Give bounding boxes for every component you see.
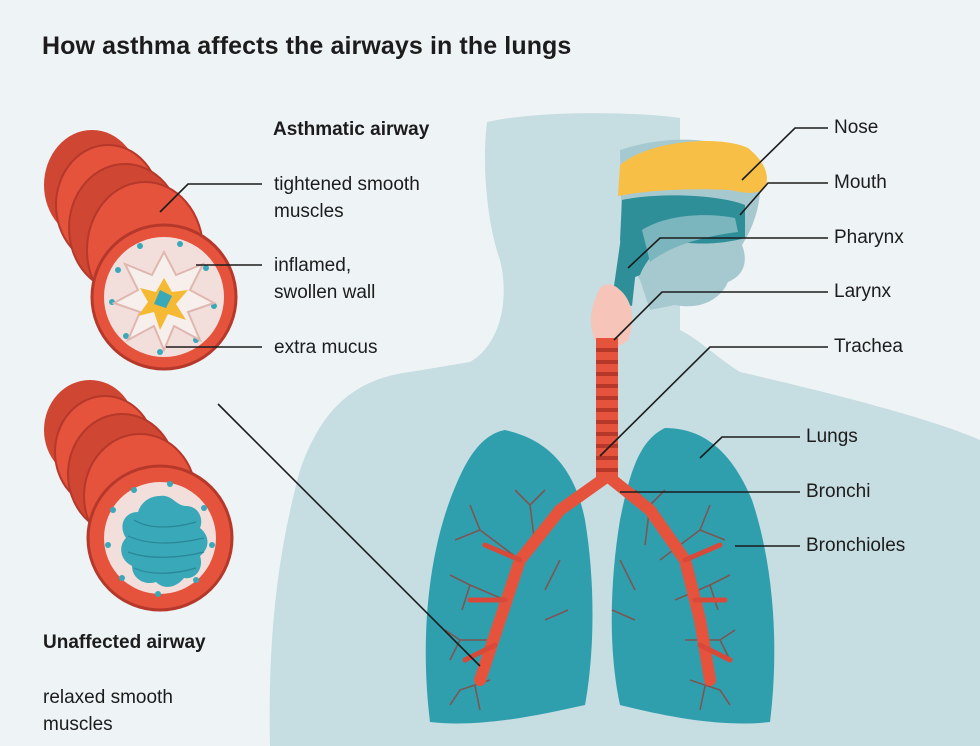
trachea-rings	[596, 348, 618, 472]
label-lungs: Lungs	[806, 426, 858, 447]
larynx	[591, 284, 633, 347]
pharynx	[612, 230, 640, 306]
unaffected-airway-heading: Unaffected airway	[43, 632, 206, 653]
label-tightened-smooth-muscles: tightened smooth muscles	[274, 174, 420, 222]
asthmatic-airway-illustration	[44, 130, 238, 371]
label-nose: Nose	[834, 117, 879, 138]
page-title: How asthma affects the airways in the lu…	[42, 32, 572, 60]
label-inflamed-swollen-wall: inflamed, swollen wall	[274, 255, 376, 303]
label-mouth: Mouth	[834, 172, 887, 193]
label-trachea: Trachea	[834, 336, 903, 357]
bronchi-branches	[462, 542, 733, 663]
label-relaxed-smooth-muscles: relaxed smooth muscles	[43, 687, 173, 735]
asthmatic-airway-heading: Asthmatic airway	[273, 119, 430, 140]
label-pharynx: Pharynx	[834, 227, 904, 248]
nasal-cavity	[618, 141, 767, 196]
label-bronchi: Bronchi	[806, 481, 871, 502]
unaffected-airway-illustration	[44, 380, 234, 612]
label-extra-mucus: extra mucus	[274, 337, 378, 358]
label-bronchioles: Bronchioles	[806, 535, 906, 556]
label-larynx: Larynx	[834, 281, 892, 302]
leader-lines	[159, 127, 828, 667]
